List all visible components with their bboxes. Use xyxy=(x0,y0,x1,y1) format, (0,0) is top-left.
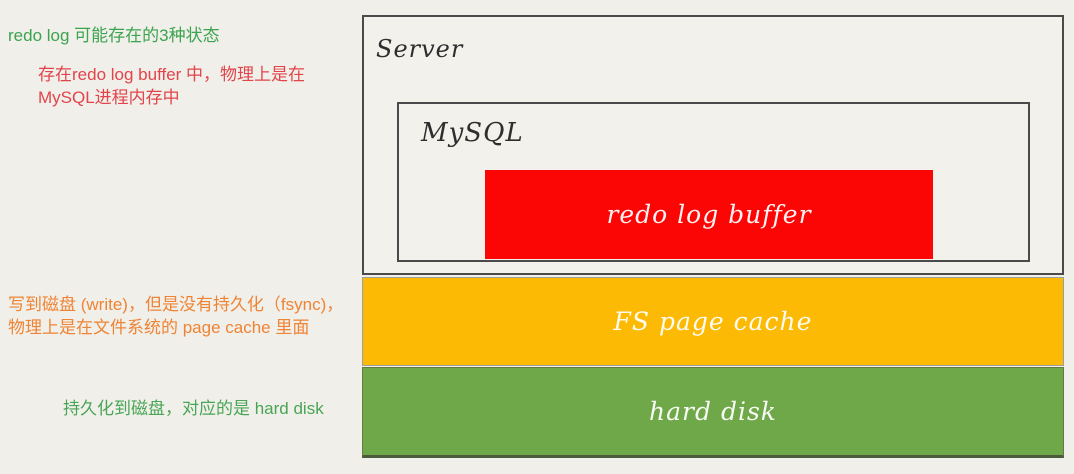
server-box-label: Server xyxy=(376,35,464,63)
fs-page-cache-note: 写到磁盘 (write)，但是没有持久化（fsync)， 物理上是在文件系统的 … xyxy=(8,293,343,339)
hard-disk-box: hard disk xyxy=(362,367,1064,458)
diagram-title: redo log 可能存在的3种状态 xyxy=(8,26,220,45)
fs-page-cache-note-line2: 物理上是在文件系统的 page cache 里面 xyxy=(8,318,310,337)
fs-page-cache-note-line1: 写到磁盘 (write)，但是没有持久化（fsync)， xyxy=(8,295,344,314)
redo-log-buffer-box-label: redo log buffer xyxy=(606,200,812,229)
redo-log-buffer-note: 存在redo log buffer 中，物理上是在 MySQL进程内存中 xyxy=(38,63,305,109)
fs-page-cache-box: FS page cache xyxy=(362,277,1064,366)
redo-log-buffer-note-line2: MySQL进程内存中 xyxy=(38,88,180,107)
diagram-canvas: Server MySQL redo log buffer FS page cac… xyxy=(362,15,1064,458)
redo-log-buffer-box: redo log buffer xyxy=(485,170,933,259)
redo-log-buffer-note-line1: 存在redo log buffer 中，物理上是在 xyxy=(38,65,306,84)
hard-disk-note: 持久化到磁盘，对应的是 hard disk xyxy=(63,399,324,418)
fs-page-cache-box-label: FS page cache xyxy=(613,307,813,336)
hard-disk-box-label: hard disk xyxy=(649,397,777,426)
mysql-box-label: MySQL xyxy=(421,118,524,148)
